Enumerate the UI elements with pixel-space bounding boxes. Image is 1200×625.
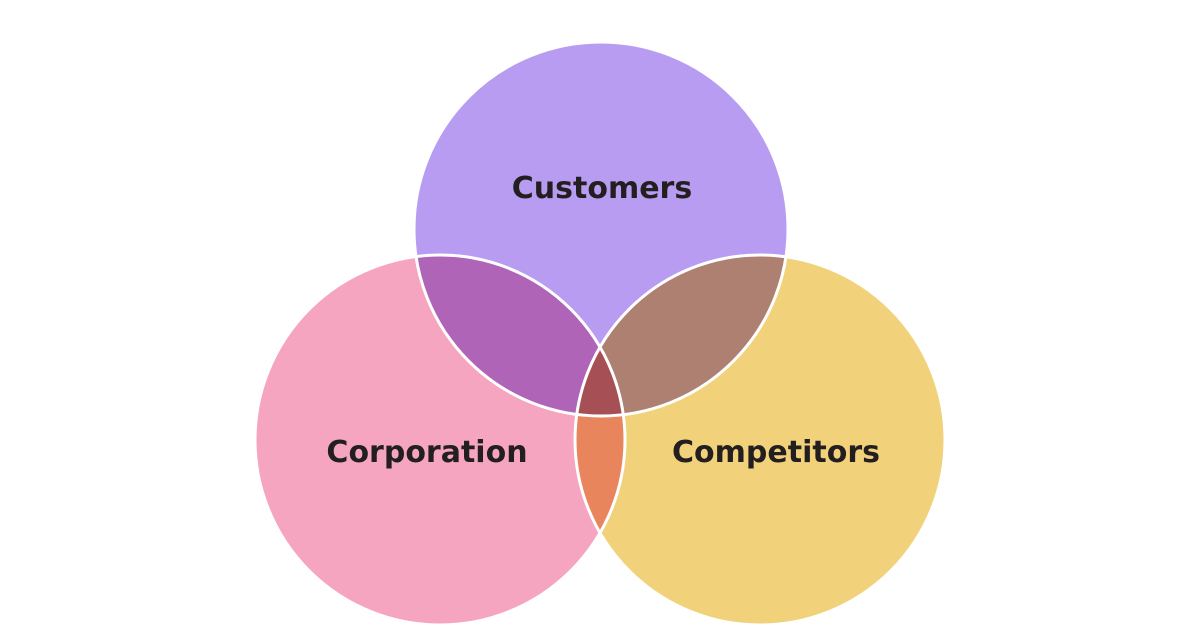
customers-outline (412, 40, 790, 418)
customers-competitors-overlap (575, 255, 788, 416)
customers-corporation-overlap (414, 255, 625, 416)
customers-label: Customers (512, 171, 692, 206)
corporation-outline (253, 253, 627, 625)
competitors-outline (573, 253, 947, 625)
competitors-label: Competitors (672, 435, 880, 470)
corporation-label: Corporation (326, 435, 527, 470)
